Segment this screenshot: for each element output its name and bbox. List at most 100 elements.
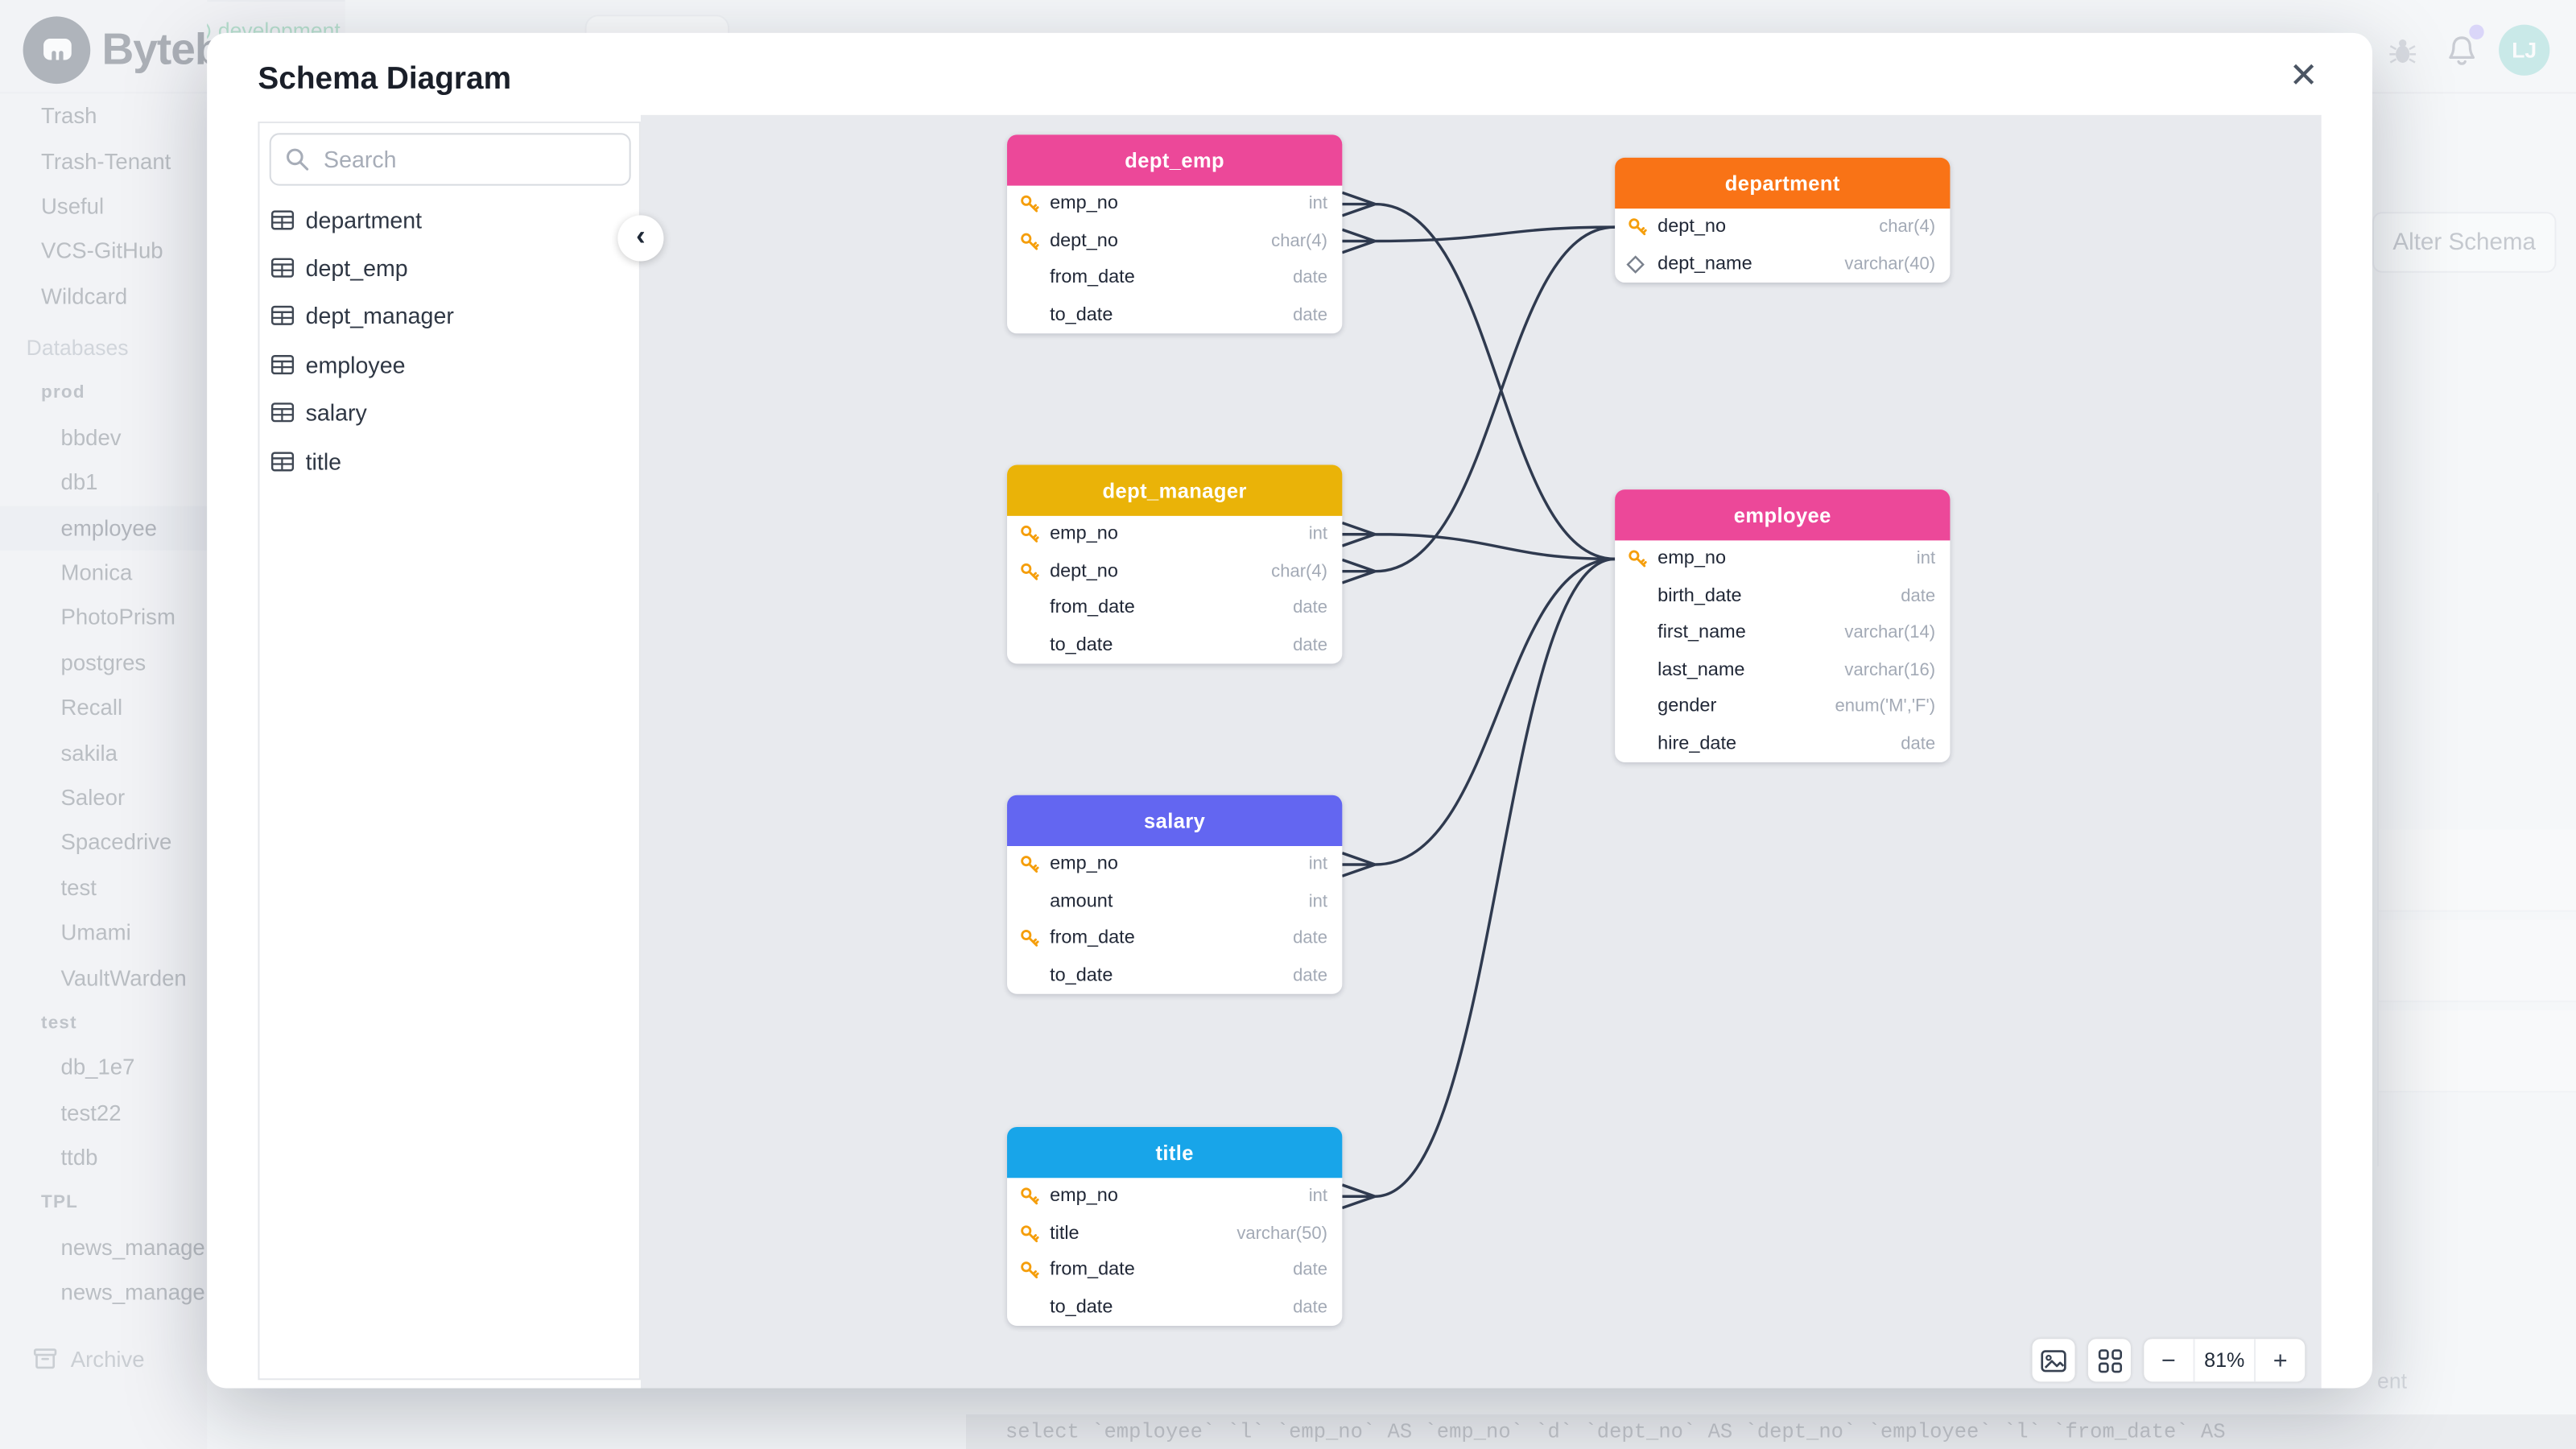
chevron-left-icon[interactable]: ‹: [617, 215, 664, 262]
table-grid-icon: [270, 209, 295, 229]
column-name: gender: [1657, 696, 1717, 717]
table-list: department dept_emp dept_manager employee sa…: [259, 196, 638, 485]
column-type: date: [1293, 965, 1327, 985]
column-type: date: [1901, 733, 1936, 754]
column-name: from_date: [1050, 1260, 1135, 1281]
column-type: date: [1293, 928, 1327, 949]
table-list-item-dept_manager[interactable]: dept_manager: [259, 292, 638, 341]
schema-diagram-modal: Schema Diagram ✕ departmentdept_empdept_…: [207, 32, 2372, 1389]
table-list-item-title[interactable]: title: [259, 437, 638, 485]
column-row-hire_date: hire_date date: [1615, 725, 1950, 762]
column-type: char(4): [1271, 231, 1327, 251]
table-list-panel: department dept_emp dept_manager employee sa…: [258, 122, 641, 1381]
key-icon: [1629, 218, 1647, 236]
column-name: dept_name: [1657, 254, 1752, 275]
column-name: emp_no: [1050, 524, 1118, 545]
table-list-item-dept_emp[interactable]: dept_emp: [259, 244, 638, 292]
key-icon: [1021, 1261, 1039, 1279]
table-card-header: dept_manager: [1007, 464, 1343, 516]
grid-icon[interactable]: [2087, 1339, 2131, 1382]
column-name: from_date: [1050, 928, 1135, 949]
search-box: [269, 133, 631, 186]
column-type: date: [1293, 268, 1327, 288]
relation-edge: [1341, 225, 1616, 254]
column-name: dept_no: [1050, 561, 1118, 581]
relation-edge: [1341, 557, 1616, 1210]
column-row-emp_no: emp_no int: [1007, 846, 1342, 883]
zoom-percentage: 81%: [2193, 1339, 2256, 1382]
relation-edges: [1341, 191, 1616, 1210]
table-grid-icon: [270, 402, 295, 423]
table-grid-icon: [270, 354, 295, 374]
key-icon: [1021, 233, 1039, 250]
table-list-item-department[interactable]: department: [259, 196, 638, 244]
canvas-toolbar: − 81% +: [2019, 1339, 2306, 1382]
column-name: title: [1050, 1223, 1080, 1244]
column-name: hire_date: [1657, 733, 1737, 754]
column-type: int: [1308, 1186, 1327, 1207]
column-name: to_date: [1050, 1297, 1113, 1318]
image-icon[interactable]: [2032, 1339, 2075, 1382]
column-row-from_date: from_date date: [1007, 1252, 1342, 1289]
relation-edge: [1341, 191, 1616, 561]
column-type: int: [1308, 524, 1327, 545]
column-type: varchar(16): [1844, 659, 1936, 680]
table-grid-icon: [270, 306, 295, 326]
table-list-label: salary: [305, 399, 367, 427]
column-row-to_date: to_date date: [1007, 1289, 1342, 1326]
column-row-dept_no: dept_no char(4): [1007, 553, 1342, 590]
plus-icon[interactable]: +: [2273, 1346, 2288, 1375]
column-name: emp_no: [1050, 854, 1118, 875]
column-type: char(4): [1271, 561, 1327, 581]
column-name: emp_no: [1050, 1186, 1118, 1207]
column-name: emp_no: [1050, 194, 1118, 214]
key-icon: [1021, 196, 1039, 213]
column-type: date: [1293, 305, 1327, 325]
column-name: last_name: [1657, 659, 1745, 680]
minus-icon[interactable]: −: [2161, 1346, 2176, 1375]
column-row-from_date: from_date date: [1007, 920, 1342, 957]
table-list-item-salary[interactable]: salary: [259, 389, 638, 437]
table-list-item-employee[interactable]: employee: [259, 341, 638, 389]
key-icon: [1021, 563, 1039, 580]
column-type: date: [1293, 1297, 1327, 1318]
column-name: to_date: [1050, 305, 1113, 325]
search-input[interactable]: [320, 144, 630, 175]
column-name: from_date: [1050, 598, 1135, 618]
column-type: int: [1308, 854, 1327, 875]
table-card-header: salary: [1007, 795, 1343, 847]
column-row-first_name: first_name varchar(14): [1615, 614, 1950, 651]
column-type: date: [1293, 1260, 1327, 1281]
table-card-header: dept_emp: [1007, 134, 1343, 186]
diamond-icon: [1626, 254, 1645, 274]
column-type: varchar(14): [1844, 622, 1936, 643]
column-name: birth_date: [1657, 586, 1742, 606]
column-type: char(4): [1879, 217, 1936, 237]
close-icon[interactable]: ✕: [2289, 57, 2318, 96]
schema-table-card-dept_manager[interactable]: dept_manager emp_no int dept_no char(4) from_…: [1007, 464, 1343, 664]
table-list-label: dept_manager: [305, 303, 454, 330]
column-type: date: [1293, 635, 1327, 655]
column-type: varchar(50): [1236, 1223, 1327, 1244]
table-list-label: employee: [305, 351, 406, 378]
column-name: amount: [1050, 891, 1113, 912]
column-name: first_name: [1657, 622, 1746, 643]
column-row-title: title varchar(50): [1007, 1215, 1342, 1252]
key-icon: [1021, 856, 1039, 873]
table-list-label: dept_emp: [305, 254, 408, 282]
column-row-emp_no: emp_no int: [1007, 516, 1342, 553]
